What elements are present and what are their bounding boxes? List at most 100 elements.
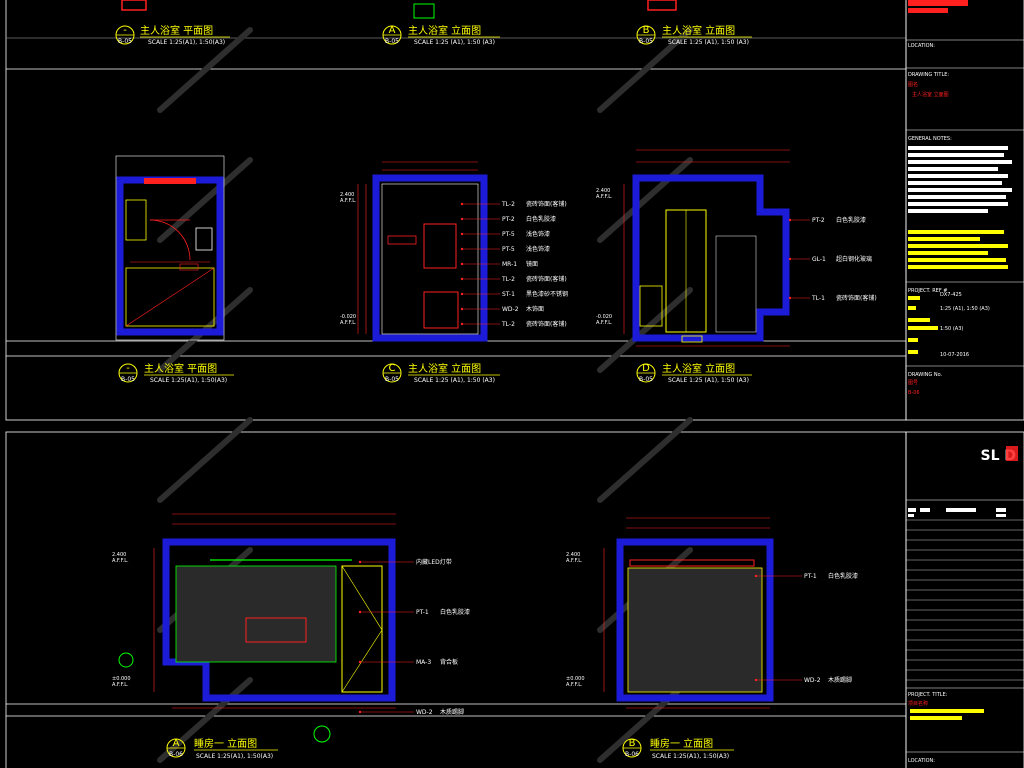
tb-drawing-no-line2: B-06 [908, 390, 920, 396]
callout-label: 瓷砖饰面(客铺) [836, 294, 877, 302]
plan-vanity [125, 199, 147, 241]
caption-circle-letter: A [173, 738, 180, 749]
tb-location-bottom-label: LOCATION: [908, 758, 935, 764]
callout: TL-2 瓷砖饰面(客铺) [460, 275, 567, 283]
callout-label: 白色乳胶漆 [440, 608, 470, 616]
bathroom-elevation-c: 2.400 A.F.F.L. -0.020 A.F.F.L. [340, 161, 488, 342]
callout-dot [460, 232, 464, 236]
bed-b-floor-unit: A.F.F.L. [566, 682, 583, 688]
callout-dot [788, 218, 792, 222]
callout: GL-1 超白钢化玻璃 [788, 255, 872, 263]
callout-code: TL-2 [501, 201, 515, 208]
callout-label: 瓷砖饰面(客铺) [526, 320, 567, 328]
title-block-lower-frame [905, 431, 1024, 768]
mid-caption-1: - B-05 主人浴室 平面图 SCALE 1:25(A1), 1:50(A3) [118, 362, 234, 384]
rev-header-cell [996, 508, 1006, 512]
bed-a-headboard [245, 617, 307, 643]
plan-shower-diagonal [125, 267, 215, 327]
top-row-captions: - B-05 主人浴室 平面图 SCALE 1:25(A1), 1:50(A3)… [115, 0, 752, 46]
caption-scale: SCALE 1:25(A1), 1:50(A3) [196, 753, 273, 760]
callout-label: 白色乳胶漆 [828, 572, 858, 580]
bottom-row-captions: A B-06 睡房一 立面图 SCALE 1:25(A1), 1:50(A3) … [166, 737, 734, 760]
callout-label: 背合板 [440, 658, 458, 666]
rev-header-cell [946, 508, 976, 512]
caption-scale: SCALE 1:25(A1), 1:50(A3) [652, 753, 729, 760]
elev-c-ceiling-unit: A.F.F.L. [340, 198, 357, 204]
callout-code: PT-1 [416, 609, 429, 616]
elev-d-floor-drain [681, 335, 703, 343]
top-caption-1: - B-05 主人浴室 平面图 SCALE 1:25(A1), 1:50(A3) [115, 24, 230, 46]
tb-logo-red-accent [1006, 446, 1018, 461]
note-line [908, 167, 998, 171]
callout-code: GL-1 [812, 256, 826, 263]
callout-dot [460, 277, 464, 281]
bed-b-panel [627, 567, 763, 693]
tb-drawing-title-line2: 主人浴室 立面图 [912, 91, 949, 98]
bed-a-ceiling-unit: A.F.F.L. [112, 558, 129, 564]
note-line [908, 146, 1008, 150]
caption-circle-letter: D [642, 363, 650, 374]
top-caption-2: A B-05 主人浴室 立面图 SCALE 1:25 (A1), 1:50 (A… [382, 24, 500, 46]
tb-drawing-title-line1: 图名 [908, 81, 918, 88]
bed-a-section-marker [118, 652, 134, 668]
caption-title: 睡房一 立面图 [650, 737, 713, 750]
elev-d-niche [639, 285, 663, 327]
caption-circle-letter: B [629, 738, 636, 749]
caption-scale: SCALE 1:25 (A1), 1:50 (A3) [414, 39, 495, 46]
tb-ref-yellow-1 [908, 296, 920, 300]
caption-circle-code: B-05 [639, 376, 653, 383]
bed-a-bottom-marker [313, 725, 331, 743]
tb-drawing-no-label: DRAWING No. [908, 372, 943, 378]
caption-title: 主人浴室 立面图 [662, 24, 735, 37]
sheet-frames [5, 0, 907, 768]
elev-c-floor-unit: A.F.F.L. [340, 320, 357, 326]
tb-project-yellow-1 [910, 709, 984, 713]
note-line [908, 258, 1006, 262]
caption-title: 主人浴室 平面图 [140, 24, 213, 37]
bed-a-wardrobe-diag [341, 565, 383, 631]
elev-c-mirror [423, 223, 457, 269]
tb-scale-value: 1:25 (A1), 1:50 (A3) [940, 306, 990, 312]
plan-toilet [195, 227, 213, 251]
caption-title: 主人浴室 平面图 [144, 362, 217, 375]
top-elev-b-stub [647, 0, 677, 11]
tb-project-ref-label: PROJECT. REF # [908, 288, 947, 294]
callout-label: 超白钢化玻璃 [836, 255, 872, 263]
watermark-4 [597, 157, 693, 243]
caption-scale: SCALE 1:25(A1), 1:50(A3) [150, 377, 227, 384]
callout-code: PT-2 [812, 217, 825, 224]
mid-caption-3: D B-05 主人浴室 立面图 SCALE 1:25 (A1), 1:50 (A… [636, 362, 752, 384]
callout-label: 木质踢脚 [828, 676, 852, 684]
note-line [908, 230, 1004, 234]
elev-c-vanity [423, 291, 459, 329]
callout-label: 白色乳胶漆 [526, 215, 556, 223]
elev-d-ceiling-unit: A.F.F.L. [596, 194, 613, 200]
caption-title: 睡房一 立面图 [194, 737, 257, 750]
callout-dot [788, 296, 792, 300]
title-block-upper: LOCATION: DRAWING TITLE: 图名 主人浴室 立面图 GEN… [905, 0, 1024, 421]
tb-ref-yellow-2 [908, 306, 916, 310]
caption-circle-letter: C [389, 363, 396, 374]
bed-a-wardrobe-diag-2 [341, 629, 383, 693]
callout-code: TL-2 [501, 276, 515, 283]
title-block-lower: SL D [905, 431, 1024, 768]
rev-header-cell [908, 514, 914, 517]
bed-a-ceiling-level: 2.400 [112, 552, 126, 558]
caption-scale: SCALE 1:25 (A1), 1:50 (A3) [668, 377, 749, 384]
tb-ref-yellow-5 [908, 338, 918, 342]
elev-d-tile-zone [715, 235, 757, 333]
top-plan-stub [121, 0, 147, 11]
bed-b-floor-level: ±0.000 [566, 676, 585, 682]
callout-label: 瓷砖饰面(客铺) [526, 275, 567, 283]
caption-circle-code: B-06 [625, 751, 639, 758]
rev-header-cell [908, 508, 916, 512]
callout-dot [460, 292, 464, 296]
callout-label: 白色乳胶漆 [836, 216, 866, 224]
tb-date-value: 10-07-2016 [940, 352, 969, 358]
